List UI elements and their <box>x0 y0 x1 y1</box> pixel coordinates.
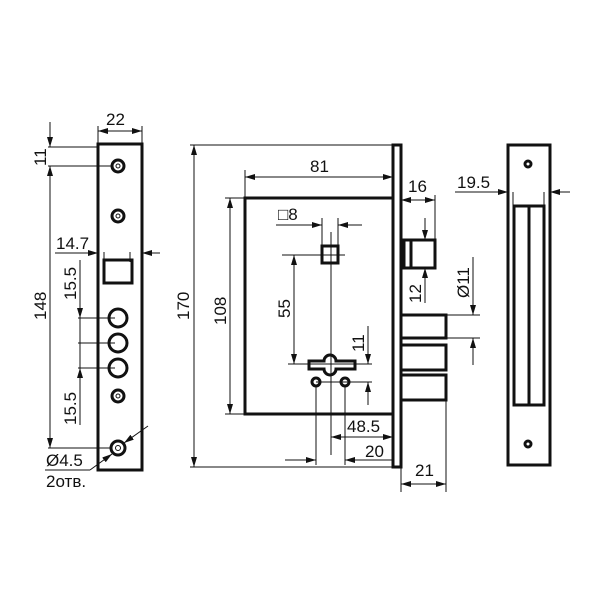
lock-body <box>243 196 395 416</box>
latch <box>402 238 437 270</box>
screw-hole-icon <box>110 208 126 224</box>
latch-opening <box>102 258 134 285</box>
dim-faceplate-width: 22 <box>106 110 125 129</box>
dim-top-screw-offset: 11 <box>31 148 50 166</box>
screw-hole-icon <box>110 158 126 174</box>
strike-plate-view: 19.5 <box>455 143 570 467</box>
dim-body-depth: 81 <box>310 157 329 176</box>
dim-spindle-square: □8 <box>278 205 298 224</box>
screw-hole-icon <box>523 439 533 449</box>
screw-hole-icon <box>109 439 127 457</box>
dim-spacing-upper: 15.5 <box>61 267 80 300</box>
dim-bolt-diameter: Ø11 <box>454 267 473 298</box>
bolt <box>399 373 448 402</box>
lock-side-view: 170 81 108 □8 55 11 48.5 20 16 <box>174 143 480 492</box>
keyhole <box>307 353 357 377</box>
screw-hole-icon <box>110 388 126 404</box>
dim-latch-height: 12 <box>406 284 425 303</box>
dim-key-offset: 11 <box>349 334 368 352</box>
dim-bolt-projection: 21 <box>415 461 434 480</box>
dim-screw-hole-count: 2отв. <box>46 472 86 491</box>
bolt <box>399 343 448 372</box>
dim-screw-hole: Ø4.5 <box>46 451 83 470</box>
dim-strike-width: 19.5 <box>457 173 490 192</box>
screw-hole-icon <box>523 159 533 169</box>
dim-backset-faceplate: 14.7 <box>56 234 89 253</box>
dim-latch-projection: 16 <box>408 177 427 196</box>
dim-key-holes: 20 <box>365 442 384 461</box>
dim-backset: 48.5 <box>347 417 380 436</box>
dim-hole-span: 148 <box>31 292 50 320</box>
dim-body-height: 108 <box>211 297 230 325</box>
faceplate-front-view: 22 11 148 14.7 15.5 15.5 Ø4.5 2отв. <box>31 110 160 491</box>
dim-spacing-lower: 15.5 <box>61 392 80 425</box>
dim-spindle-to-key: 55 <box>275 299 294 318</box>
dim-faceplate-height: 170 <box>174 292 193 320</box>
bolt <box>399 313 448 340</box>
